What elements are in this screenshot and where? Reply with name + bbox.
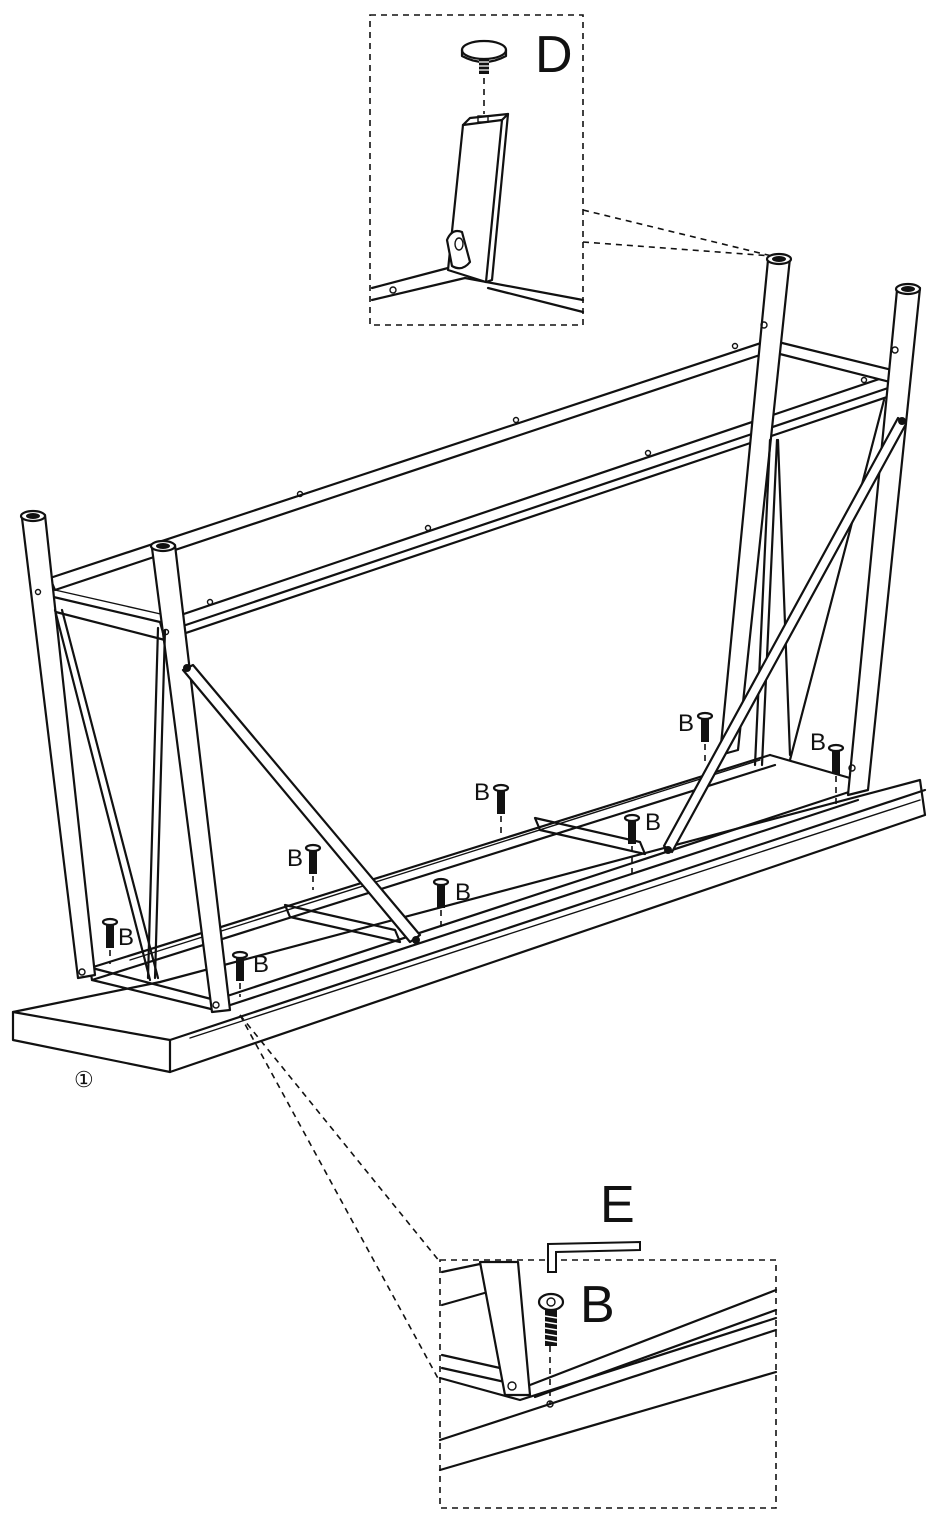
screw-label-5: B — [474, 779, 490, 806]
main-assembly: ① — [11, 252, 927, 1092]
detail-inset-leg-cap: D — [369, 14, 585, 326]
screw-label-2: B — [253, 951, 269, 978]
screw-b-6 — [623, 813, 641, 878]
screw-label-3: B — [287, 845, 303, 872]
tool-part-label: E — [600, 1176, 635, 1234]
screw-label-1: B — [118, 924, 134, 951]
detail-inset-screw: E B — [438, 1176, 778, 1509]
right-leg-assembly — [662, 252, 922, 854]
left-leg-assembly — [19, 509, 422, 1014]
board-number-label: ① — [74, 1067, 94, 1092]
screw-b-5 — [492, 783, 510, 838]
screw-label-7: B — [678, 710, 694, 737]
screw-label-4: B — [455, 879, 471, 906]
cap-part-label: D — [535, 26, 573, 84]
screw-b-2 — [231, 950, 249, 997]
screw-b-1 — [101, 917, 119, 964]
leg-cap-icon — [460, 39, 508, 74]
allen-key-icon — [547, 1240, 641, 1273]
screws-b: B B B B — [101, 710, 845, 997]
screw-part-label: B — [580, 1276, 615, 1334]
screw-b-3 — [304, 843, 322, 890]
screw-b-detail-icon — [537, 1292, 565, 1346]
screw-label-8: B — [810, 729, 826, 756]
screw-b-4 — [432, 877, 450, 930]
screw-b-8 — [827, 743, 845, 808]
screw-label-6: B — [645, 809, 661, 836]
screw-b-7 — [696, 711, 714, 762]
